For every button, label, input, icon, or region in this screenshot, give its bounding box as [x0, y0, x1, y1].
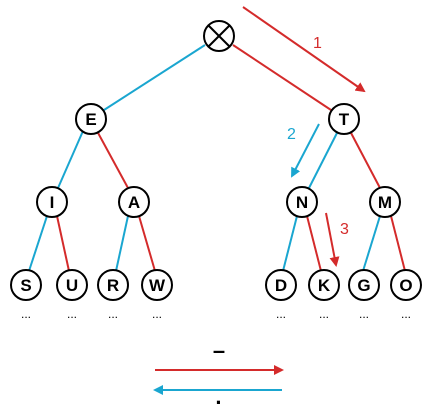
dash-symbol: –	[213, 338, 225, 363]
node-label-n: N	[296, 193, 308, 212]
legend: – ·	[153, 338, 284, 412]
ellipsis-g: ...	[359, 307, 369, 321]
node-d: D	[265, 269, 297, 301]
dot-symbol: ·	[215, 390, 222, 412]
edge-t-n	[308, 130, 339, 189]
ellipsis-k: ...	[319, 307, 329, 321]
node-label-u: U	[66, 276, 78, 295]
ellipsis-s: ...	[21, 307, 31, 321]
root-node	[203, 20, 235, 52]
step-3: 3	[325, 212, 349, 267]
edge-root-t	[232, 44, 332, 111]
leaf-ellipses: ... ... ... ... ... ... ... ...	[21, 307, 411, 321]
node-e: E	[75, 103, 107, 135]
node-label-r: R	[107, 276, 119, 295]
node-label-w: W	[149, 276, 166, 295]
node-label-d: D	[275, 276, 287, 295]
node-label-t: T	[339, 110, 350, 129]
ellipsis-o: ...	[401, 307, 411, 321]
ellipsis-d: ...	[276, 307, 286, 321]
step-1-label: 1	[313, 35, 322, 52]
step-1: 1	[242, 6, 366, 93]
edge-m-o	[390, 215, 406, 272]
node-label-g: G	[357, 276, 370, 295]
edge-root-e	[103, 44, 206, 111]
edge-t-m	[349, 130, 381, 189]
node-label-s: S	[20, 276, 31, 295]
node-s: S	[10, 269, 42, 301]
node-label-k: K	[318, 276, 331, 295]
tree-edges	[28, 44, 406, 272]
node-o: O	[390, 269, 422, 301]
step-2-label: 2	[287, 126, 296, 143]
edge-n-d	[282, 215, 298, 272]
node-a: A	[118, 186, 150, 218]
node-label-a: A	[128, 193, 140, 212]
node-m: M	[369, 186, 401, 218]
node-w: W	[141, 269, 173, 301]
ellipsis-u: ...	[67, 307, 77, 321]
node-label-m: M	[378, 193, 392, 212]
node-k: K	[308, 269, 340, 301]
ellipsis-w: ...	[152, 307, 162, 321]
step-3-arrow	[325, 212, 340, 267]
node-t: T	[328, 103, 360, 135]
edge-m-g	[362, 215, 381, 272]
ellipsis-r: ...	[108, 307, 118, 321]
node-u: U	[56, 269, 88, 301]
edge-a-r	[115, 215, 129, 272]
node-i: I	[36, 186, 68, 218]
step-2: 2	[287, 123, 320, 178]
circled-x-icon	[207, 24, 231, 48]
step-3-label: 3	[340, 221, 349, 238]
node-label-o: O	[399, 276, 412, 295]
node-g: G	[348, 269, 380, 301]
node-n: N	[286, 186, 318, 218]
edge-i-s	[28, 215, 48, 272]
edge-n-k	[306, 215, 322, 272]
node-label-i: I	[50, 193, 55, 212]
edge-a-w	[138, 215, 156, 272]
edge-e-a	[96, 130, 129, 189]
step-2-arrow	[291, 123, 320, 178]
edge-e-i	[57, 130, 84, 189]
edge-i-u	[56, 215, 70, 272]
node-label-e: E	[85, 110, 96, 129]
node-r: R	[97, 269, 129, 301]
step-1-arrow	[242, 6, 366, 93]
